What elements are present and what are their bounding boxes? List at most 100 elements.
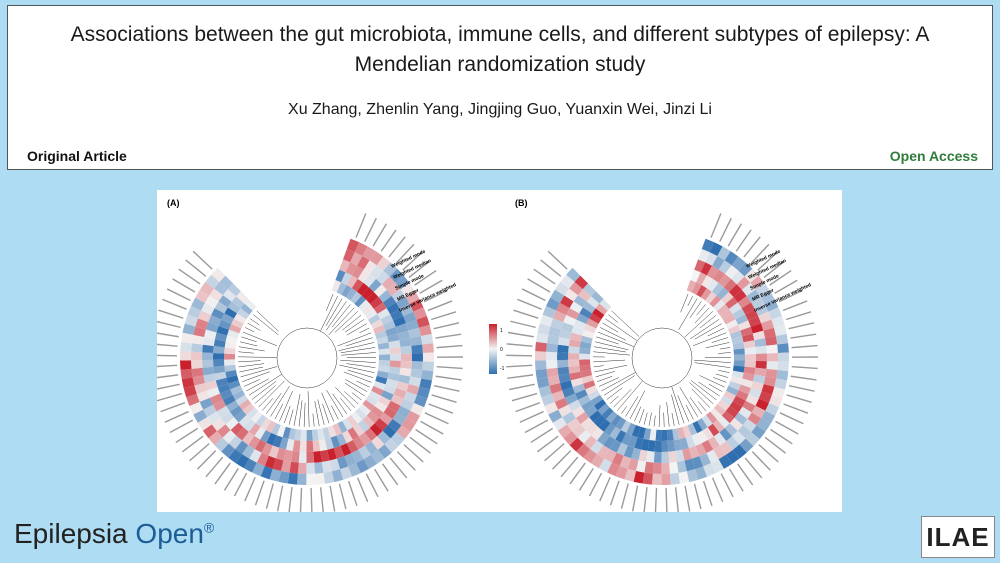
heatmap-cell [203, 373, 216, 384]
heatmap-cell [231, 296, 245, 309]
heatmap-cell [345, 262, 358, 276]
heatmap-cell [560, 380, 573, 391]
taxon-label-tick [205, 456, 224, 478]
heatmap-cell [204, 329, 217, 340]
heatmap-cell [719, 441, 733, 455]
heatmap-cell [205, 322, 219, 333]
heatmap-cell [362, 415, 375, 429]
dendrogram-branch [266, 393, 282, 414]
taxon-label-tick [189, 443, 210, 462]
heatmap-cell [357, 256, 370, 270]
heatmap-cell [422, 361, 434, 372]
article-title: Associations between the gut microbiota,… [70, 23, 930, 76]
heatmap-cell [728, 380, 741, 391]
dendrogram-branch [241, 336, 257, 343]
heatmap-cell [358, 432, 372, 446]
heatmap-cell [574, 389, 588, 400]
heatmap-cell [777, 343, 789, 353]
dendrogram-branch [288, 409, 294, 425]
heatmap-cell [420, 333, 434, 345]
heatmap-cell [348, 463, 361, 477]
heatmap-cell [771, 315, 785, 328]
heatmap-cell [202, 424, 217, 439]
taxon-label-tick [435, 375, 462, 381]
dendrogram-branch [345, 337, 373, 347]
dendrogram-branch [595, 371, 615, 378]
heatmap-cell [241, 431, 255, 446]
heatmap-cell [374, 418, 388, 431]
taxon-label-tick [299, 487, 303, 512]
heatmap-cell [389, 347, 401, 355]
legend-mid: 0 [500, 347, 503, 353]
heatmap-cell [213, 339, 226, 348]
taxon-label-tick [711, 477, 724, 502]
heatmap-cell [269, 468, 281, 482]
heatmap-cell [583, 449, 598, 464]
dendrogram-branch [680, 294, 689, 313]
heatmap-cell [216, 424, 231, 438]
heatmap-cell [544, 401, 559, 415]
taxon-label-tick [728, 468, 744, 492]
heatmap-cell [227, 283, 241, 297]
heatmap-cell [387, 418, 402, 433]
heatmap-cell [621, 432, 632, 446]
heatmap-cell [306, 429, 313, 441]
heatmap-cell [773, 324, 787, 337]
heatmap-cell [643, 428, 652, 441]
heatmap-cell [390, 309, 404, 321]
heatmap-cell [766, 344, 778, 354]
heatmap-cell [571, 424, 586, 438]
taxon-label-tick [355, 213, 367, 238]
heatmap-cell [733, 354, 745, 361]
taxon-label-tick [702, 480, 713, 507]
heatmap-cell [742, 372, 755, 382]
heatmap-cell [272, 435, 283, 448]
heatmap-cell [547, 375, 561, 386]
heatmap-cell [413, 307, 427, 320]
heatmap-cell [546, 360, 558, 369]
heatmap-cell [400, 360, 412, 369]
heatmap-cell [745, 394, 759, 406]
heatmap-cell [397, 330, 411, 341]
heatmap-cell [342, 418, 353, 431]
heatmap-cell [226, 375, 239, 384]
heatmap-cell [580, 417, 594, 431]
heatmap-cell [725, 265, 739, 279]
heatmap-cell [248, 423, 261, 436]
heatmap-cell [568, 365, 581, 374]
dendrogram-branch [693, 332, 727, 346]
heatmap-cell [249, 449, 262, 463]
heatmap-cell [297, 462, 307, 474]
heatmap-cell [717, 415, 730, 429]
dendrogram-branch [279, 390, 293, 422]
heatmap-cell [371, 436, 385, 450]
heatmap-cell [377, 395, 391, 407]
heatmap-cell [696, 285, 707, 298]
heatmap-cell [653, 451, 662, 463]
heatmap-cell [712, 256, 725, 270]
taxon-label-tick [790, 375, 817, 381]
heatmap-cell [728, 284, 742, 298]
heatmap-cell [370, 319, 384, 330]
dendrogram-branch [691, 380, 717, 401]
heatmap-cell [342, 430, 353, 444]
taxon-label-tick [436, 366, 463, 370]
dendrogram-branch [345, 379, 368, 392]
heatmap-cell [230, 385, 243, 395]
taxon-label-tick [436, 344, 463, 349]
legend-gradient-bar [489, 324, 497, 374]
heatmap-cell [684, 458, 696, 472]
heatmap-cell [265, 420, 276, 433]
heatmap-cell [741, 282, 756, 296]
taxon-label-tick [178, 268, 201, 285]
heatmap-cell [560, 274, 575, 289]
heatmap-cell [389, 268, 404, 283]
heatmap-cell [228, 435, 242, 450]
heatmap-cell [378, 354, 390, 361]
heatmap-cell [707, 436, 720, 450]
heatmap-cell [405, 290, 420, 304]
dendrogram-branch [303, 402, 306, 427]
taxon-label-tick [310, 487, 313, 512]
heatmap-cell [224, 353, 236, 360]
